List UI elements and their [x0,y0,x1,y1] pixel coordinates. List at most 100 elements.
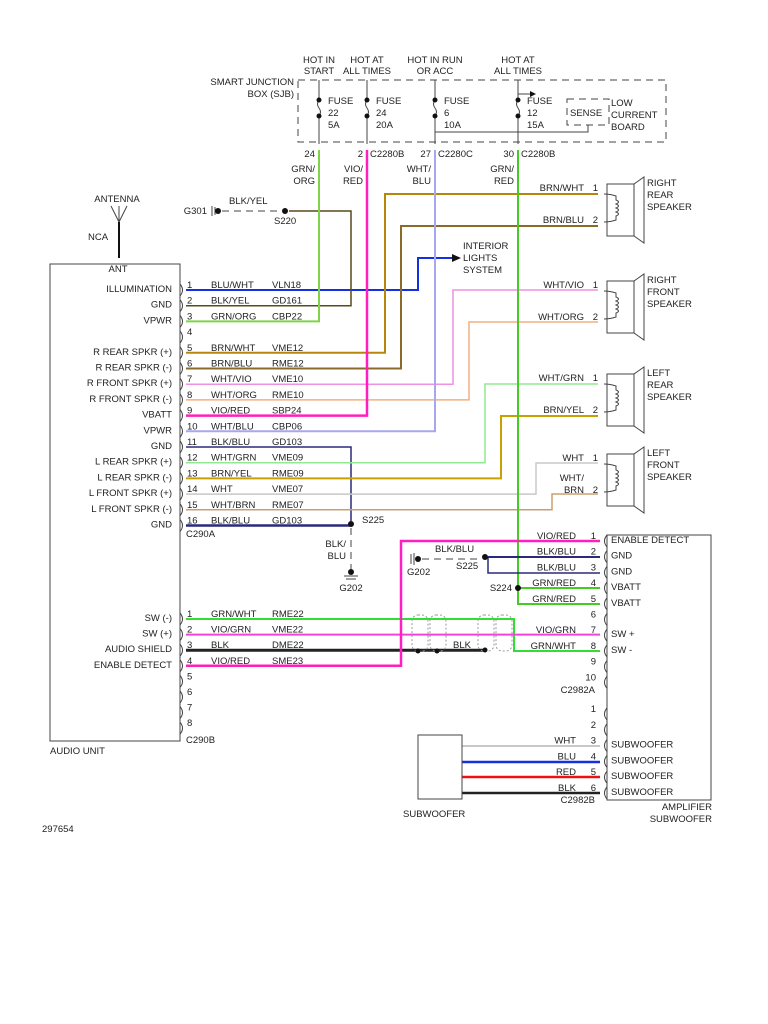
fuse-number: 24 [376,108,387,119]
speaker-pin: 1 [593,453,598,464]
pin-number: 7 [187,703,192,714]
arrow-icon [530,91,536,97]
pin-number: 6 [591,783,596,794]
feed-label: ALL TIMES [494,66,542,77]
pin-function: L REAR SPKR (-) [97,472,172,483]
sjb-wire-label: ORG [293,176,315,187]
sjb-title: BOX (SJB) [248,89,294,100]
wire-color: VIO/RED [211,656,250,667]
pin-number: 5 [591,767,596,778]
circuit-id: GD103 [272,437,302,448]
connector-icon [179,643,183,657]
fuse-label: FUSE [444,96,469,107]
wire-wht-org [186,321,598,401]
pin-number: 15 [187,500,198,511]
feed-label: OR ACC [417,66,454,77]
audio-unit-pin: 6 [179,687,192,704]
pin-function: SUBWOOFER [611,740,673,751]
wire-wht-brn [186,493,598,511]
interior-lights: INTERIOR LIGHTS SYSTEM [452,241,509,276]
sjb-wire-label: RED [343,176,363,187]
ant-label: ANT [109,264,128,275]
pin-function: ENABLE DETECT [94,660,172,671]
pin-number: 10 [187,421,198,432]
pin-number: 3 [187,311,192,322]
pin-function: SW (+) [142,629,172,640]
pin-function: L FRONT SPKR (-) [91,504,172,515]
connector-icon [604,644,608,658]
connector-icon [179,362,183,375]
connector-icon [604,534,608,548]
speaker-wire: WHT/ [560,473,585,484]
pin-function: SUBWOOFER [611,755,673,766]
wire-color: BRN/WHT [211,343,256,354]
wire-brn-wht [186,193,598,354]
pin-function: VPWR [144,425,173,436]
feed-label: HOT AT [501,55,535,66]
pin-function: VBATT [142,410,172,421]
blk-shield-label: BLK [453,640,472,651]
connector-icon [604,566,608,579]
connector-icon [179,487,183,501]
audio-unit-box [49,263,181,742]
antenna-icon [110,205,128,224]
speaker-pin: 2 [593,485,598,496]
s224-label: S224 [490,583,512,594]
connector-icon [179,690,183,704]
pin-number: 2 [187,625,192,636]
connector-icon [604,660,608,673]
c2982b-label: C2982B [561,795,595,806]
circuit-id: CBP22 [272,311,302,322]
s225-label: S225 [456,561,478,572]
wire-color: WHT [554,736,576,747]
wire-color: GRN/WHT [531,641,577,652]
g202-label: G202 [339,583,362,594]
pin-number: 5 [187,343,192,354]
wire-wht-blu [186,150,436,433]
coil-icon [603,383,619,413]
fuse-amperage: 20A [376,120,394,131]
pin-function: R REAR SPKR (+) [93,347,172,358]
sjb-title: SMART JUNCTION [210,77,294,88]
wire-color: GRN/ORG [211,311,256,322]
connector-icon [604,770,608,784]
connector-icon [179,330,183,344]
lcb-label: BOARD [611,122,645,133]
sense-label: SENSE [570,108,602,119]
wire-color: BRN/BLU [211,359,252,370]
audio-unit-title: AUDIO UNIT [50,746,105,757]
pin-number: 6 [591,610,596,621]
connector-icon [179,409,183,422]
circuit-id: RME22 [272,609,304,620]
wire-color: WHT/GRN [211,453,257,464]
circuit-id: RME09 [272,468,304,479]
connector-icon [179,675,183,688]
feed-label: HOT IN [303,55,335,66]
antenna: ANTENNA NCA ANT [88,194,140,275]
speaker-pin: 1 [593,373,598,384]
pin-number: 6 [187,687,192,698]
connector-icon [179,503,183,517]
amplifier-pin: 10 [585,672,608,689]
pin-number: 9 [187,406,192,417]
pin-number: 16 [187,516,198,527]
connector-icon [179,424,183,438]
sjb-connector: C2280B [370,149,404,160]
connector-icon [179,721,183,735]
speaker-pin: 1 [593,280,598,291]
wire-color: WHT [211,484,233,495]
